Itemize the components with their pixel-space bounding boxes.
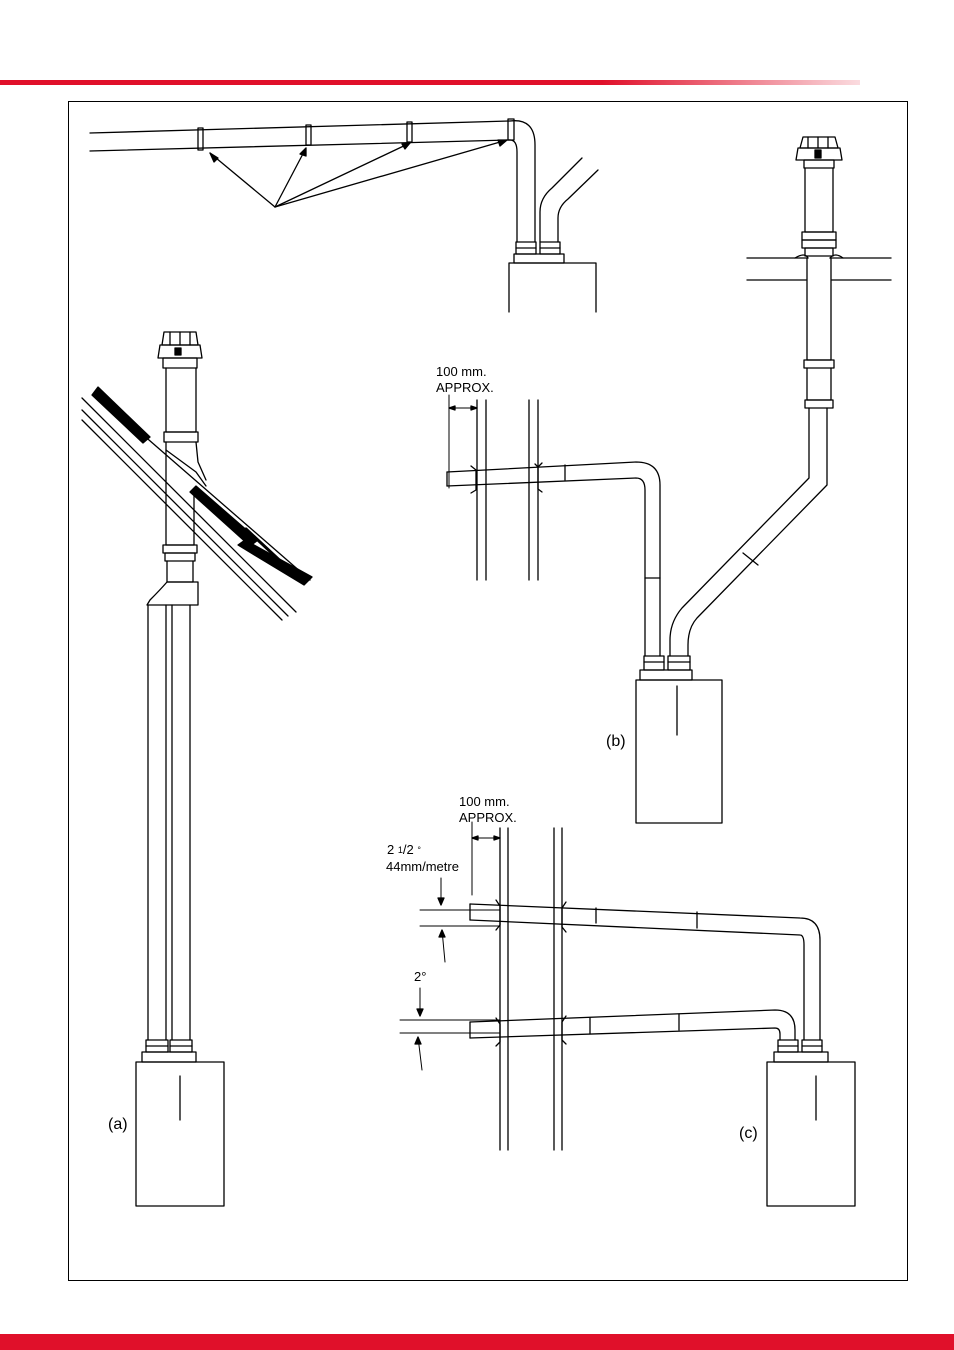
angle-bottom-label: 2° bbox=[414, 970, 426, 984]
label-a: (a) bbox=[108, 1118, 128, 1132]
top-horizontal-flue bbox=[90, 119, 598, 312]
angle-top-degree: ° bbox=[417, 845, 421, 855]
angle-top-rate-label: 44mm/metre bbox=[386, 860, 459, 874]
c-distance-label: 100 mm. bbox=[459, 795, 510, 809]
b-distance-label: 100 mm. bbox=[436, 365, 487, 379]
label-b: (b) bbox=[606, 735, 626, 749]
footer-accent-bar bbox=[0, 1334, 954, 1350]
angle-top-label: 2 1/2 ° bbox=[387, 843, 421, 857]
angle-top-fraction-denominator: /2 bbox=[403, 842, 414, 857]
c-approx-label: APPROX. bbox=[459, 811, 517, 825]
a-vertical-flue bbox=[82, 332, 312, 1206]
label-c: (c) bbox=[739, 1127, 758, 1141]
angle-top-main: 2 bbox=[387, 842, 398, 857]
c-sloped-flues bbox=[400, 822, 855, 1206]
b-approx-label: APPROX. bbox=[436, 381, 494, 395]
b-vertical-flue bbox=[668, 137, 891, 670]
